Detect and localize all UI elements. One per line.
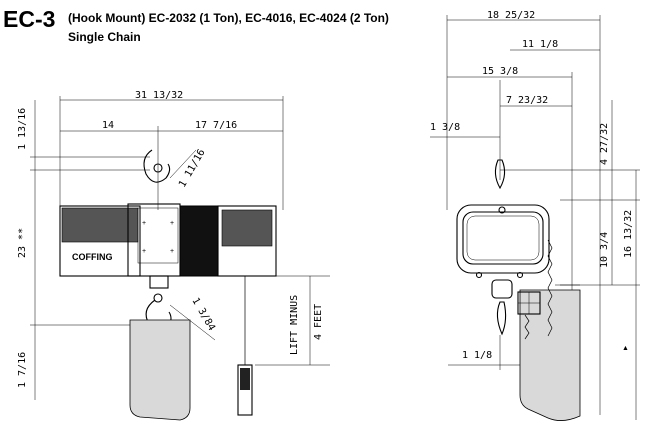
lift-label: LIFT MINUS — [289, 295, 300, 355]
left-width-label: 14 — [102, 120, 114, 131]
arrow-icon: ▲ — [622, 345, 629, 352]
chain-type-label: Single Chain — [68, 30, 141, 44]
bottom-offset-label: 1 1/8 — [462, 350, 492, 361]
end-housing — [456, 204, 550, 274]
total-height-label: 16 13/32 — [623, 210, 634, 258]
model-title: EC-3 — [3, 6, 56, 32]
bolt-icon: + — [170, 248, 174, 255]
side-view: 31 13/32 14 17 7/16 1 13/16 23 ** 1 7/16… — [17, 90, 330, 421]
body-height-label: 10 3/4 — [599, 232, 610, 268]
bottom-hook-label: 1 7/16 — [17, 352, 28, 388]
end-housing-inner — [462, 211, 544, 265]
bolt-icon — [516, 271, 524, 279]
bolt-icon — [475, 271, 483, 279]
brand-label: COFFING — [72, 252, 113, 262]
bolt-icon: + — [142, 248, 146, 255]
hook-eye — [153, 163, 163, 173]
end-lower-block — [491, 279, 513, 299]
headroom-label: 23 ** — [17, 228, 28, 258]
lower-block — [149, 275, 169, 289]
pendant-buttons — [240, 368, 250, 390]
end-housing-panel — [466, 215, 540, 261]
end-cap — [217, 205, 277, 277]
motor-shade — [61, 207, 139, 243]
bolt-icon: + — [142, 220, 146, 227]
lift-feet-label: 4 FEET — [313, 304, 324, 340]
end-overall-width-label: 18 25/32 — [487, 10, 535, 21]
hook-offset-label: 1 3/8 — [430, 122, 460, 133]
hand-chain — [547, 239, 553, 337]
leader-line — [169, 149, 197, 179]
gear-plate — [137, 207, 179, 264]
top-height-label: 4 27/32 — [599, 123, 610, 165]
model-description: (Hook Mount) EC-2032 (1 Ton), EC-4016, E… — [68, 11, 389, 25]
end-bottom-hook — [496, 301, 507, 336]
hook-pin — [498, 206, 506, 214]
hook-eye — [153, 293, 163, 303]
end-cap-shade — [221, 209, 273, 247]
hook-to-right-label: 7 23/32 — [506, 95, 548, 106]
chain-container — [129, 319, 191, 421]
overall-width-label: 31 13/32 — [135, 90, 183, 101]
leader-line — [169, 304, 216, 341]
end-mid-width-label: 15 3/8 — [482, 66, 518, 77]
end-chain-container — [519, 289, 581, 421]
brake-band — [179, 205, 219, 277]
pendant-control — [237, 364, 253, 416]
top-hook-shape — [143, 149, 171, 183]
top-hook-height-label: 1 13/16 — [17, 108, 28, 150]
motor-housing — [59, 205, 141, 277]
load-chain — [524, 314, 530, 340]
bolt-icon: + — [170, 220, 174, 227]
end-right-width-label: 11 1/8 — [522, 39, 558, 50]
end-view: 18 25/32 11 1/8 15 3/8 7 23/32 1 3/8 4 2… — [430, 10, 640, 421]
end-top-hook — [494, 159, 506, 190]
bottom-hook-opening-label: 1 3/84 — [189, 296, 217, 333]
right-width-label: 17 7/16 — [195, 120, 237, 131]
